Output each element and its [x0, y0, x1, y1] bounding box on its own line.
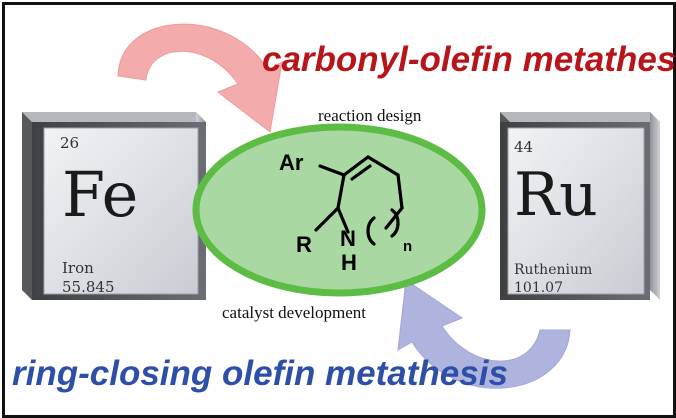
carbonyl-olefin-title: carbonyl-olefin metathesis — [262, 40, 676, 79]
ru-tile — [500, 112, 660, 300]
molecule-n-subscript: n — [403, 238, 413, 255]
fe-atomic-number: 26 — [60, 134, 80, 152]
reaction-design-label: reaction design — [318, 106, 422, 125]
catalyst-development-label: catalyst development — [222, 303, 366, 322]
molecule-h-label: H — [341, 250, 357, 275]
molecule-r-label: R — [296, 232, 312, 257]
ring-closing-title: ring-closing olefin metathesis — [12, 354, 508, 393]
molecule-ar-label: Ar — [279, 150, 304, 175]
top-arrow-icon — [117, 23, 283, 133]
ru-mass: 101.07 — [514, 280, 563, 296]
molecule-structure — [314, 155, 404, 246]
fe-tile — [22, 112, 206, 300]
fe-name: Iron — [62, 259, 94, 277]
ru-atomic-number: 44 — [514, 138, 534, 156]
ru-name: Ruthenium — [514, 262, 593, 278]
fe-symbol: Fe — [62, 158, 139, 231]
fe-mass: 55.845 — [62, 278, 115, 296]
molecule-n-label: N — [340, 226, 356, 251]
ru-symbol: Ru — [514, 160, 598, 230]
bottom-arrow-icon — [397, 279, 571, 389]
